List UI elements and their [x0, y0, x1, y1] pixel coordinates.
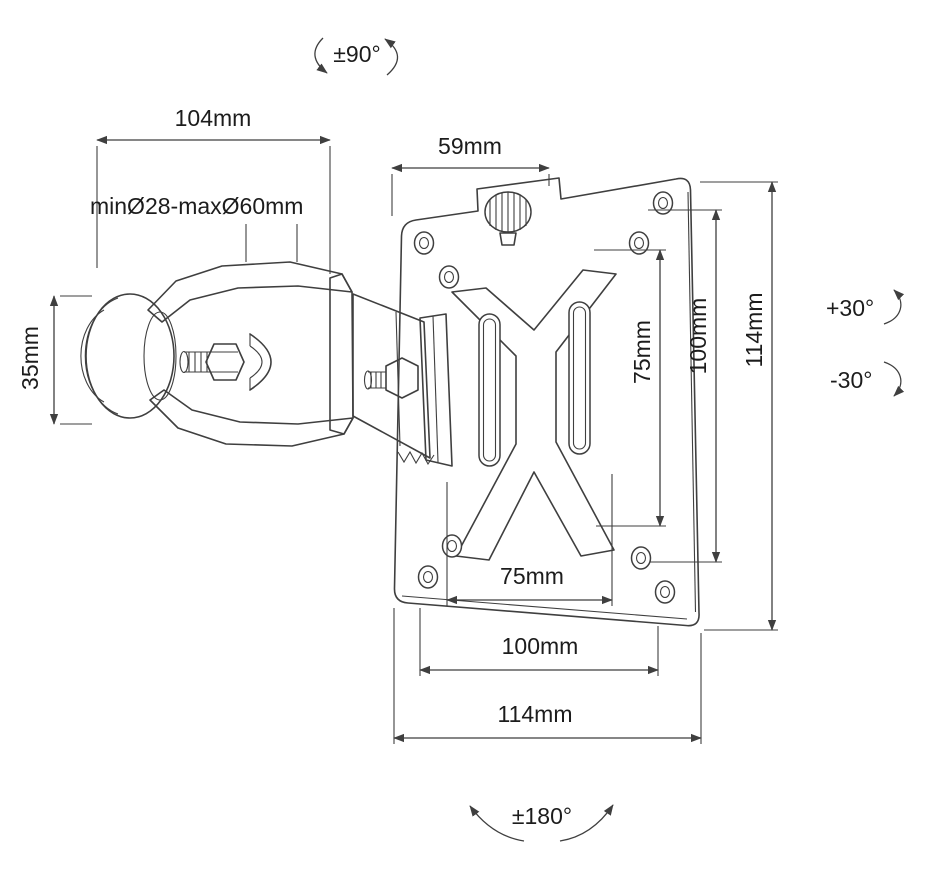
vesa-slot-left [478, 313, 501, 467]
dimension-vesa-75-horizontal: 75mm [446, 474, 613, 606]
dimension-vesa-114-vertical: 114mm [700, 181, 778, 631]
dimension-arm-length-label: 104mm [175, 105, 252, 131]
dimension-vesa-75-horizontal-label: 75mm [500, 563, 564, 589]
dimension-vesa-100-horizontal: 100mm [419, 608, 659, 676]
dimension-vesa-100-vertical-label: 100mm [685, 298, 711, 375]
d-ring-handle [249, 333, 272, 391]
pole-clamp [80, 261, 354, 447]
dimension-vesa-114-horizontal-label: 114mm [498, 701, 573, 727]
dimension-clamp-height: 35mm [17, 295, 92, 425]
mounting-holes [413, 191, 676, 604]
dimension-vesa-100-vertical: 100mm [648, 209, 722, 563]
dimension-clamp-height-label: 35mm [17, 326, 43, 390]
thumbscrew-knob [484, 191, 532, 246]
dimension-plate-tab: 59mm [391, 133, 550, 216]
mount-arm [352, 293, 453, 467]
tilt-range-down: -30° [830, 361, 905, 397]
clamp-jaw-upper [147, 261, 353, 323]
dimension-arm-length: 104mm [96, 105, 331, 274]
rotation-range-top: ±90° [314, 37, 399, 76]
plate-x-cutout [451, 269, 617, 561]
tilt-range-down-label: -30° [830, 367, 872, 393]
tilt-range-up: +30° [826, 289, 905, 325]
dimension-vesa-100-horizontal-label: 100mm [502, 633, 579, 659]
vesa-slot-right [568, 301, 591, 455]
dimension-plate-tab-label: 59mm [438, 133, 502, 159]
tilt-range-up-label: +30° [826, 295, 874, 321]
rotation-range-bottom-label: ±180° [512, 803, 572, 829]
dimension-vesa-114-horizontal: 114mm [393, 608, 702, 744]
rotation-range-bottom: ±180° [469, 803, 614, 842]
dimension-pole-diameter: minØ28-maxØ60mm [90, 193, 303, 262]
rotation-range-top-label: ±90° [333, 41, 380, 67]
hinge-bolt [363, 357, 419, 399]
dimension-pole-diameter-label: minØ28-maxØ60mm [90, 193, 303, 219]
vesa-plate [393, 177, 700, 627]
dimension-vesa-114-vertical-label: 114mm [741, 293, 767, 368]
clamp-jaw-lower [149, 389, 354, 447]
clamp-tension-bolt [179, 343, 245, 381]
dimension-vesa-75-vertical: 75mm [594, 249, 666, 527]
dimension-vesa-75-vertical-label: 75mm [629, 320, 655, 384]
